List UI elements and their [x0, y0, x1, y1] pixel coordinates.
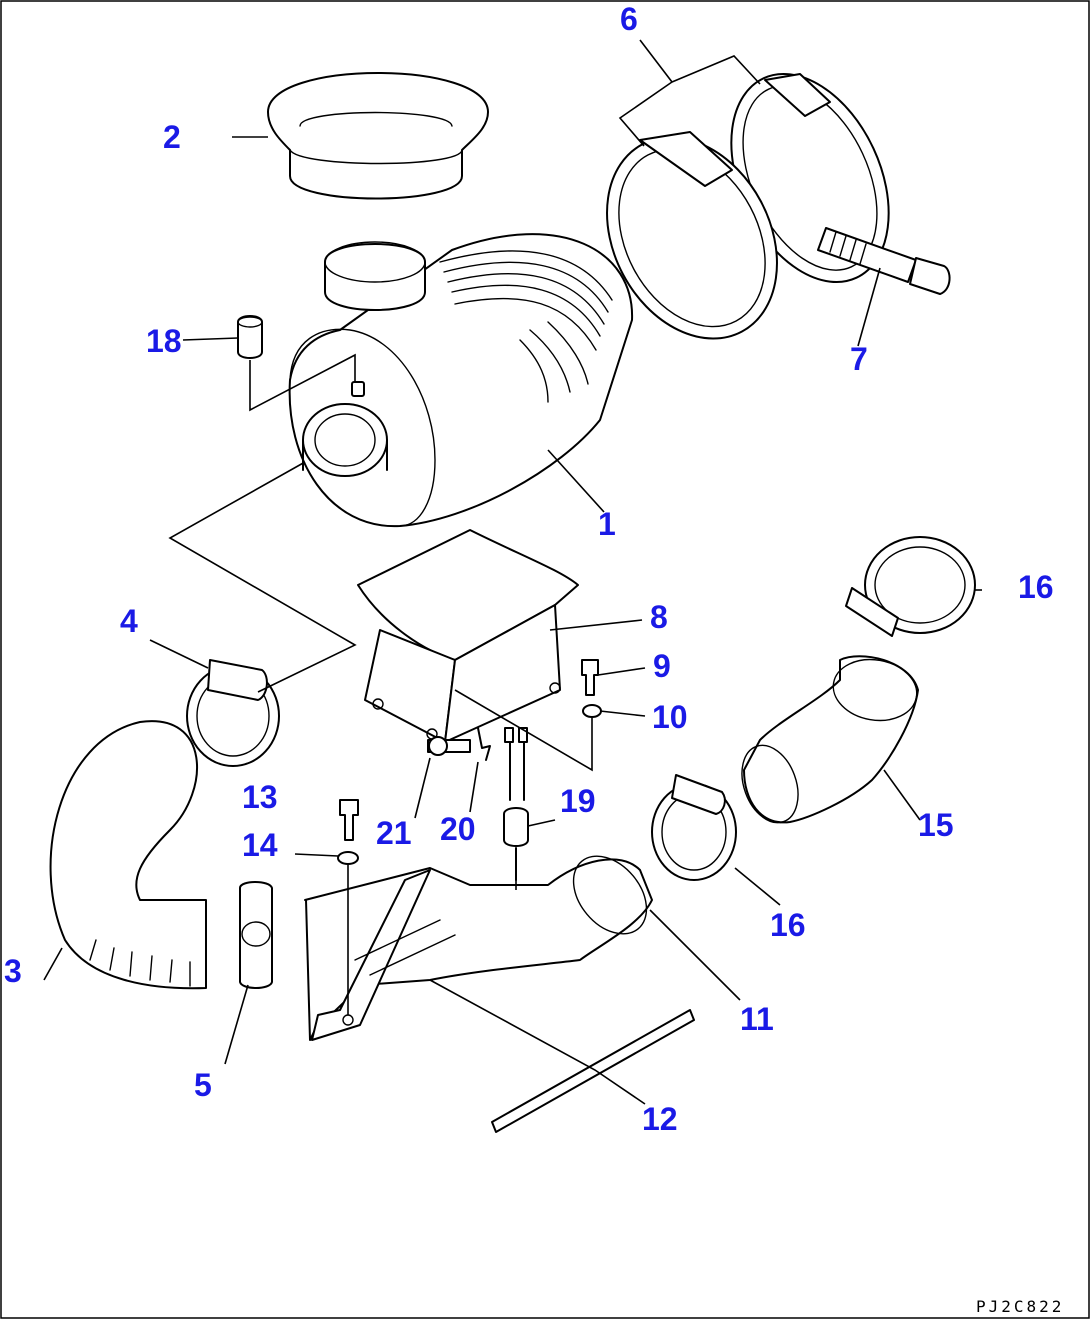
callout-15: 15	[918, 807, 954, 843]
callout-8: 8	[650, 599, 668, 635]
callout-7: 7	[850, 341, 868, 377]
bracket-bolt	[581, 659, 599, 696]
callout-19: 19	[560, 783, 596, 819]
fitting-bolt	[427, 736, 471, 756]
callout-11: 11	[740, 1001, 774, 1037]
mounting-bracket	[357, 529, 579, 743]
drawing-code: PJ2C822	[976, 1297, 1064, 1316]
intake-pipe	[304, 855, 653, 1041]
hose-clamp-right	[845, 536, 976, 637]
callout-4: 4	[120, 603, 138, 639]
callout-16-upper: 16	[1018, 569, 1054, 605]
callout-14: 14	[242, 827, 278, 863]
callout-18: 18	[146, 323, 182, 359]
pipe-bolt	[339, 799, 359, 841]
clamp-bands	[606, 73, 890, 340]
cover-cap	[267, 72, 489, 200]
callout-16-lower: 16	[770, 907, 806, 943]
callout-labels: 1 2 3 4 5 6 7 8 9 10 11 12 13 14 15 16 1…	[4, 1, 1054, 1137]
callout-2: 2	[163, 119, 181, 155]
clamp-bolt	[817, 227, 951, 295]
callout-20: 20	[440, 811, 476, 847]
pipe-washer	[337, 851, 359, 865]
wire-clip	[477, 727, 491, 761]
rubber-strip	[491, 1009, 695, 1133]
hose-clamp-lower	[651, 774, 737, 881]
dust-indicator	[237, 315, 356, 412]
callout-13: 13	[242, 779, 278, 815]
callout-3: 3	[4, 953, 22, 989]
elbow-hose	[49, 720, 207, 990]
hose-sleeve	[239, 881, 273, 989]
air-cleaner-body	[288, 233, 634, 528]
callout-9: 9	[653, 648, 671, 684]
callout-21: 21	[376, 815, 412, 851]
bracket-washer	[582, 704, 602, 718]
hose-clamp-upper	[186, 659, 280, 767]
vacuum-sensor	[503, 727, 529, 881]
callout-6: 6	[620, 1, 638, 37]
callout-10: 10	[652, 699, 688, 735]
callout-12: 12	[642, 1101, 678, 1137]
callout-1: 1	[598, 506, 616, 542]
leader-lines	[43, 39, 982, 1105]
elbow-duct	[741, 655, 919, 824]
callout-5: 5	[194, 1067, 212, 1103]
